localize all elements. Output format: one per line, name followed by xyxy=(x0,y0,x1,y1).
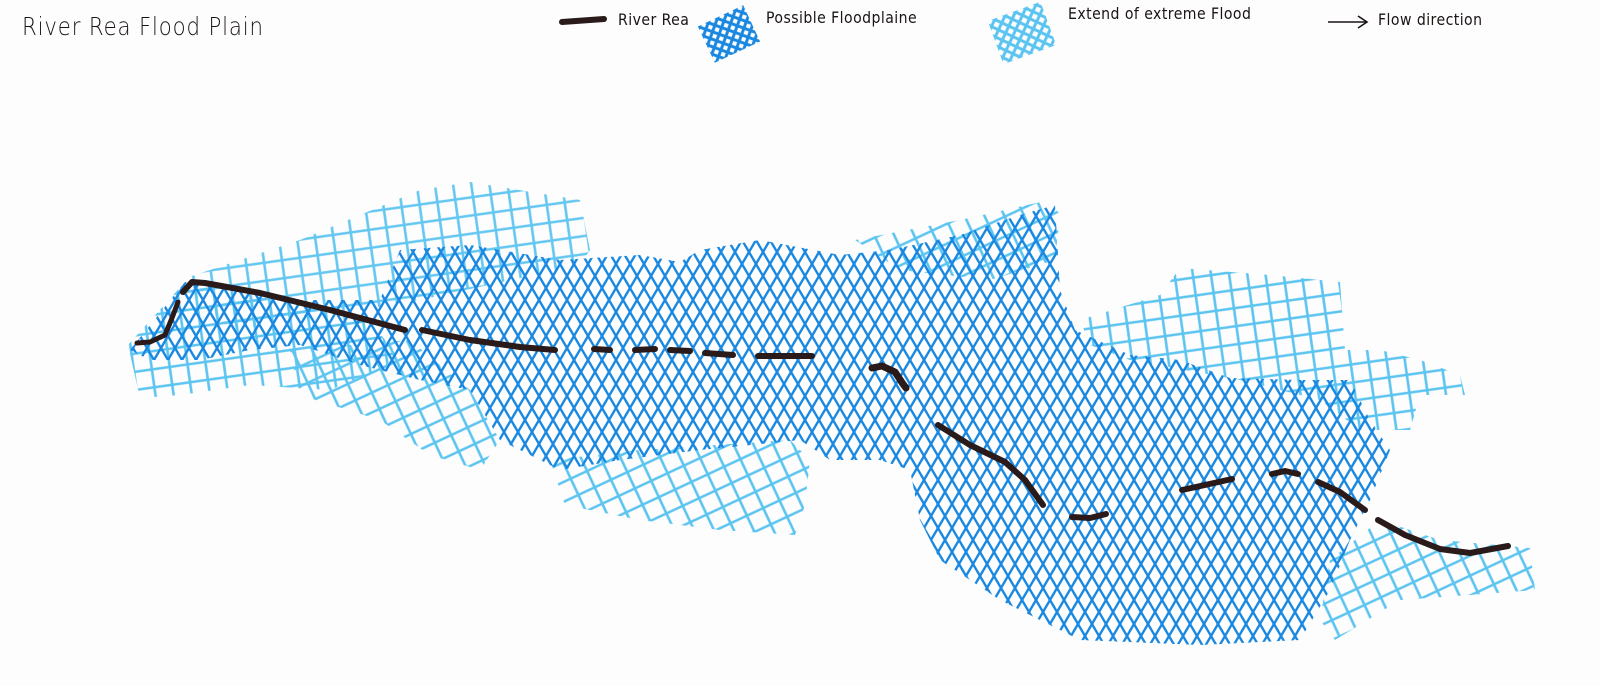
legend-flow-arrow-icon xyxy=(1328,15,1369,29)
legend-floodplain-hatch-icon xyxy=(697,5,761,63)
river-segment xyxy=(134,299,181,346)
legend-item-possible-floodplain: Possible Floodplaine xyxy=(700,8,938,27)
legend-label-possible-floodplain: Possible Floodplaine xyxy=(766,8,918,27)
river-segment xyxy=(1269,468,1301,477)
possible-floodplain-area xyxy=(130,205,1390,645)
river-segment xyxy=(632,346,658,353)
legend-label-flow-direction: Flow direction xyxy=(1378,10,1483,29)
legend-label-extreme-flood: Extend of extreme Flood xyxy=(1068,4,1252,23)
river-rea xyxy=(134,279,1511,556)
legend-extreme-flood-hatch-icon xyxy=(987,1,1057,65)
river-segment xyxy=(935,422,1046,508)
river-segment xyxy=(419,327,558,353)
river-segment xyxy=(591,346,613,353)
river-segment xyxy=(868,362,910,392)
river-segment xyxy=(702,350,736,358)
legend-label-river: River Rea xyxy=(618,10,690,29)
river-segment xyxy=(1179,476,1235,493)
legend-item-river: River Rea xyxy=(560,10,699,29)
river-segment xyxy=(1315,479,1368,513)
legend-item-flow-direction: Flow direction xyxy=(1328,10,1497,29)
map-title: River Rea Flood Plain xyxy=(22,12,264,41)
legend: River Rea Possible Floodplaine Extend of… xyxy=(0,0,1600,70)
legend-river-line-icon xyxy=(559,16,607,25)
river-segment xyxy=(180,279,408,333)
river-segment xyxy=(1375,517,1511,556)
legend-item-extreme-flood: Extend of extreme Flood xyxy=(990,4,1276,23)
legend-symbols xyxy=(559,1,1369,65)
river-segment xyxy=(1069,511,1109,521)
river-segment xyxy=(667,347,693,354)
